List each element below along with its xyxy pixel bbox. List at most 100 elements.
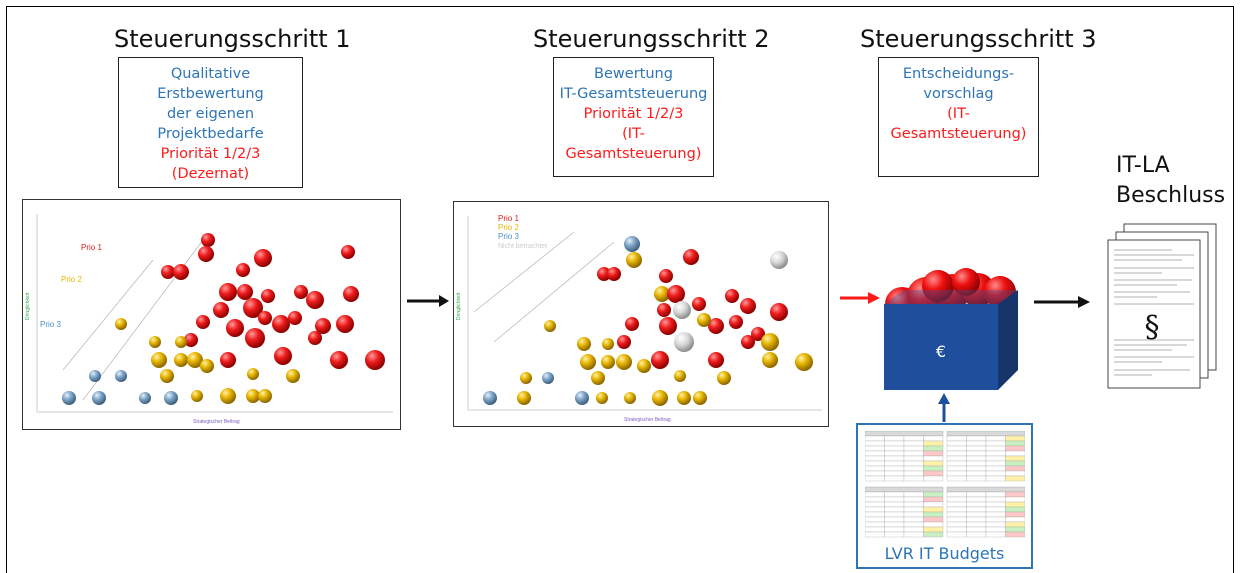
chart-1-bubble bbox=[315, 318, 331, 334]
step-2-title: Steuerungsschritt 2 bbox=[533, 25, 770, 53]
chart-2-bubble bbox=[692, 297, 706, 311]
budget-table-cell bbox=[923, 460, 944, 467]
budget-table-cell bbox=[1005, 516, 1025, 523]
arrow-budgets-to-cube bbox=[938, 393, 950, 422]
chart-1-bubble bbox=[236, 263, 250, 277]
step-3-line-1: Entscheidungs- bbox=[902, 66, 1015, 82]
budget-table-cell bbox=[884, 475, 905, 482]
chart-1-bubble bbox=[365, 350, 385, 370]
budget-table-cell bbox=[966, 460, 987, 467]
budget-table-cell bbox=[1005, 521, 1025, 528]
budget-table-cell bbox=[865, 521, 885, 528]
chart-1-bubble bbox=[258, 389, 272, 403]
budget-table-cell bbox=[923, 470, 944, 477]
budget-table-cell bbox=[923, 455, 944, 462]
budget-table-cell bbox=[966, 496, 987, 503]
euro-icon: € bbox=[936, 342, 946, 361]
chart-1-bubble bbox=[254, 249, 272, 267]
budget-table-cell bbox=[946, 506, 967, 513]
chart-2-bubble bbox=[674, 370, 686, 382]
budget-table-cell bbox=[865, 501, 885, 508]
step-1-box: Qualitative Erstbewertung der eigenen Pr… bbox=[118, 57, 303, 188]
chart-2-bubble bbox=[677, 391, 691, 405]
step-2-line-3: Priorität 1/2/3 bbox=[583, 106, 684, 122]
chart-2-bubble bbox=[596, 392, 608, 404]
budget-table-cell bbox=[946, 440, 967, 447]
budget-table-cell bbox=[903, 491, 924, 498]
budget-table-cell bbox=[1005, 531, 1025, 538]
budget-table-cell bbox=[903, 435, 924, 442]
budget-table-cell bbox=[865, 475, 885, 482]
budget-table-cell bbox=[923, 465, 944, 472]
chart-1-bubble bbox=[62, 391, 76, 405]
budget-table-cell bbox=[903, 501, 924, 508]
step-2-line-2: IT-Gesamtsteuerung bbox=[559, 86, 708, 102]
budget-table-cell bbox=[985, 475, 1006, 482]
step-2-line-4: (IT-Gesamtsteuerung) bbox=[565, 126, 702, 162]
budget-table-cell bbox=[903, 455, 924, 462]
budget-table-cell bbox=[985, 496, 1006, 503]
budget-table-cell bbox=[1005, 465, 1025, 472]
budget-table-cell bbox=[946, 491, 967, 498]
budget-table-cell bbox=[985, 470, 1006, 477]
budget-table-cell bbox=[966, 506, 987, 513]
chart-1-y-axis-label: Dringlichkeit bbox=[25, 292, 31, 320]
budget-table-cell bbox=[1005, 470, 1025, 477]
chart-1-bubble bbox=[258, 311, 272, 325]
chart-1-bubble bbox=[151, 352, 167, 368]
arrow-cube-to-decision bbox=[1034, 296, 1090, 308]
chart-2-bubbles bbox=[483, 236, 813, 406]
chart-2-bubble bbox=[601, 355, 615, 369]
budget-table-cell bbox=[966, 501, 987, 508]
budget-table-cell bbox=[946, 526, 967, 533]
budget-table-cell bbox=[865, 526, 885, 533]
budget-table-cell bbox=[946, 511, 967, 518]
step-2-line-1: Bewertung bbox=[594, 66, 673, 82]
budget-table-cell bbox=[966, 475, 987, 482]
chart-2-bubble bbox=[708, 352, 724, 368]
budget-table-cell bbox=[884, 465, 905, 472]
budget-table-cell bbox=[1005, 526, 1025, 533]
chart-1-bubble bbox=[288, 311, 302, 325]
chart-1-bubble bbox=[173, 264, 189, 280]
chart-1-bubble bbox=[306, 291, 324, 309]
budget-table-cell bbox=[966, 516, 987, 523]
budget-table-cell bbox=[946, 516, 967, 523]
budget-table-cell bbox=[966, 450, 987, 457]
budget-table-cell bbox=[865, 531, 885, 538]
arrow-step-1-to-2 bbox=[407, 295, 449, 307]
chart-1-bubble bbox=[237, 284, 253, 300]
budget-table-cell bbox=[923, 526, 944, 533]
chart-2-bubble bbox=[580, 354, 596, 370]
chart-1-bubble bbox=[175, 336, 187, 348]
chart-2-bubble bbox=[625, 317, 639, 331]
budget-table-cell bbox=[884, 531, 905, 538]
chart-2-bubble bbox=[762, 352, 778, 368]
budget-table-cell bbox=[946, 531, 967, 538]
step-1-line-2: Erstbewertung bbox=[157, 86, 264, 102]
diagram-frame bbox=[6, 6, 1234, 573]
chart-1-bubble bbox=[115, 370, 127, 382]
budget-table-cell bbox=[923, 516, 944, 523]
decision-documents: § bbox=[1107, 223, 1217, 389]
budget-table-cell bbox=[865, 491, 885, 498]
budget-table-cell bbox=[865, 465, 885, 472]
chart-1-bubble bbox=[161, 265, 175, 279]
decision-label: IT-LA Beschluss bbox=[1116, 151, 1225, 211]
chart-2-bubble bbox=[624, 392, 636, 404]
budget-table-cell bbox=[966, 491, 987, 498]
budget-table-cell bbox=[923, 496, 944, 503]
chart-1-bubble bbox=[226, 319, 244, 337]
budget-table-cell bbox=[865, 450, 885, 457]
step-3-box: Entscheidungs- vorschlag (IT-Gesamtsteue… bbox=[878, 57, 1039, 177]
chart-2-bubble bbox=[674, 332, 694, 352]
step-2-box: Bewertung IT-Gesamtsteuerung Priorität 1… bbox=[553, 57, 714, 177]
chart-2-bubble bbox=[624, 236, 640, 252]
chart-1-bubble bbox=[196, 315, 210, 329]
chart-2-bubble bbox=[697, 313, 711, 327]
budget-table-cell bbox=[985, 445, 1006, 452]
chart-2-bubble bbox=[517, 391, 531, 405]
step-3-line-3: (IT-Gesamtsteuerung) bbox=[890, 106, 1027, 142]
budget-table-cell bbox=[985, 511, 1006, 518]
chart-1-bubble bbox=[219, 283, 237, 301]
